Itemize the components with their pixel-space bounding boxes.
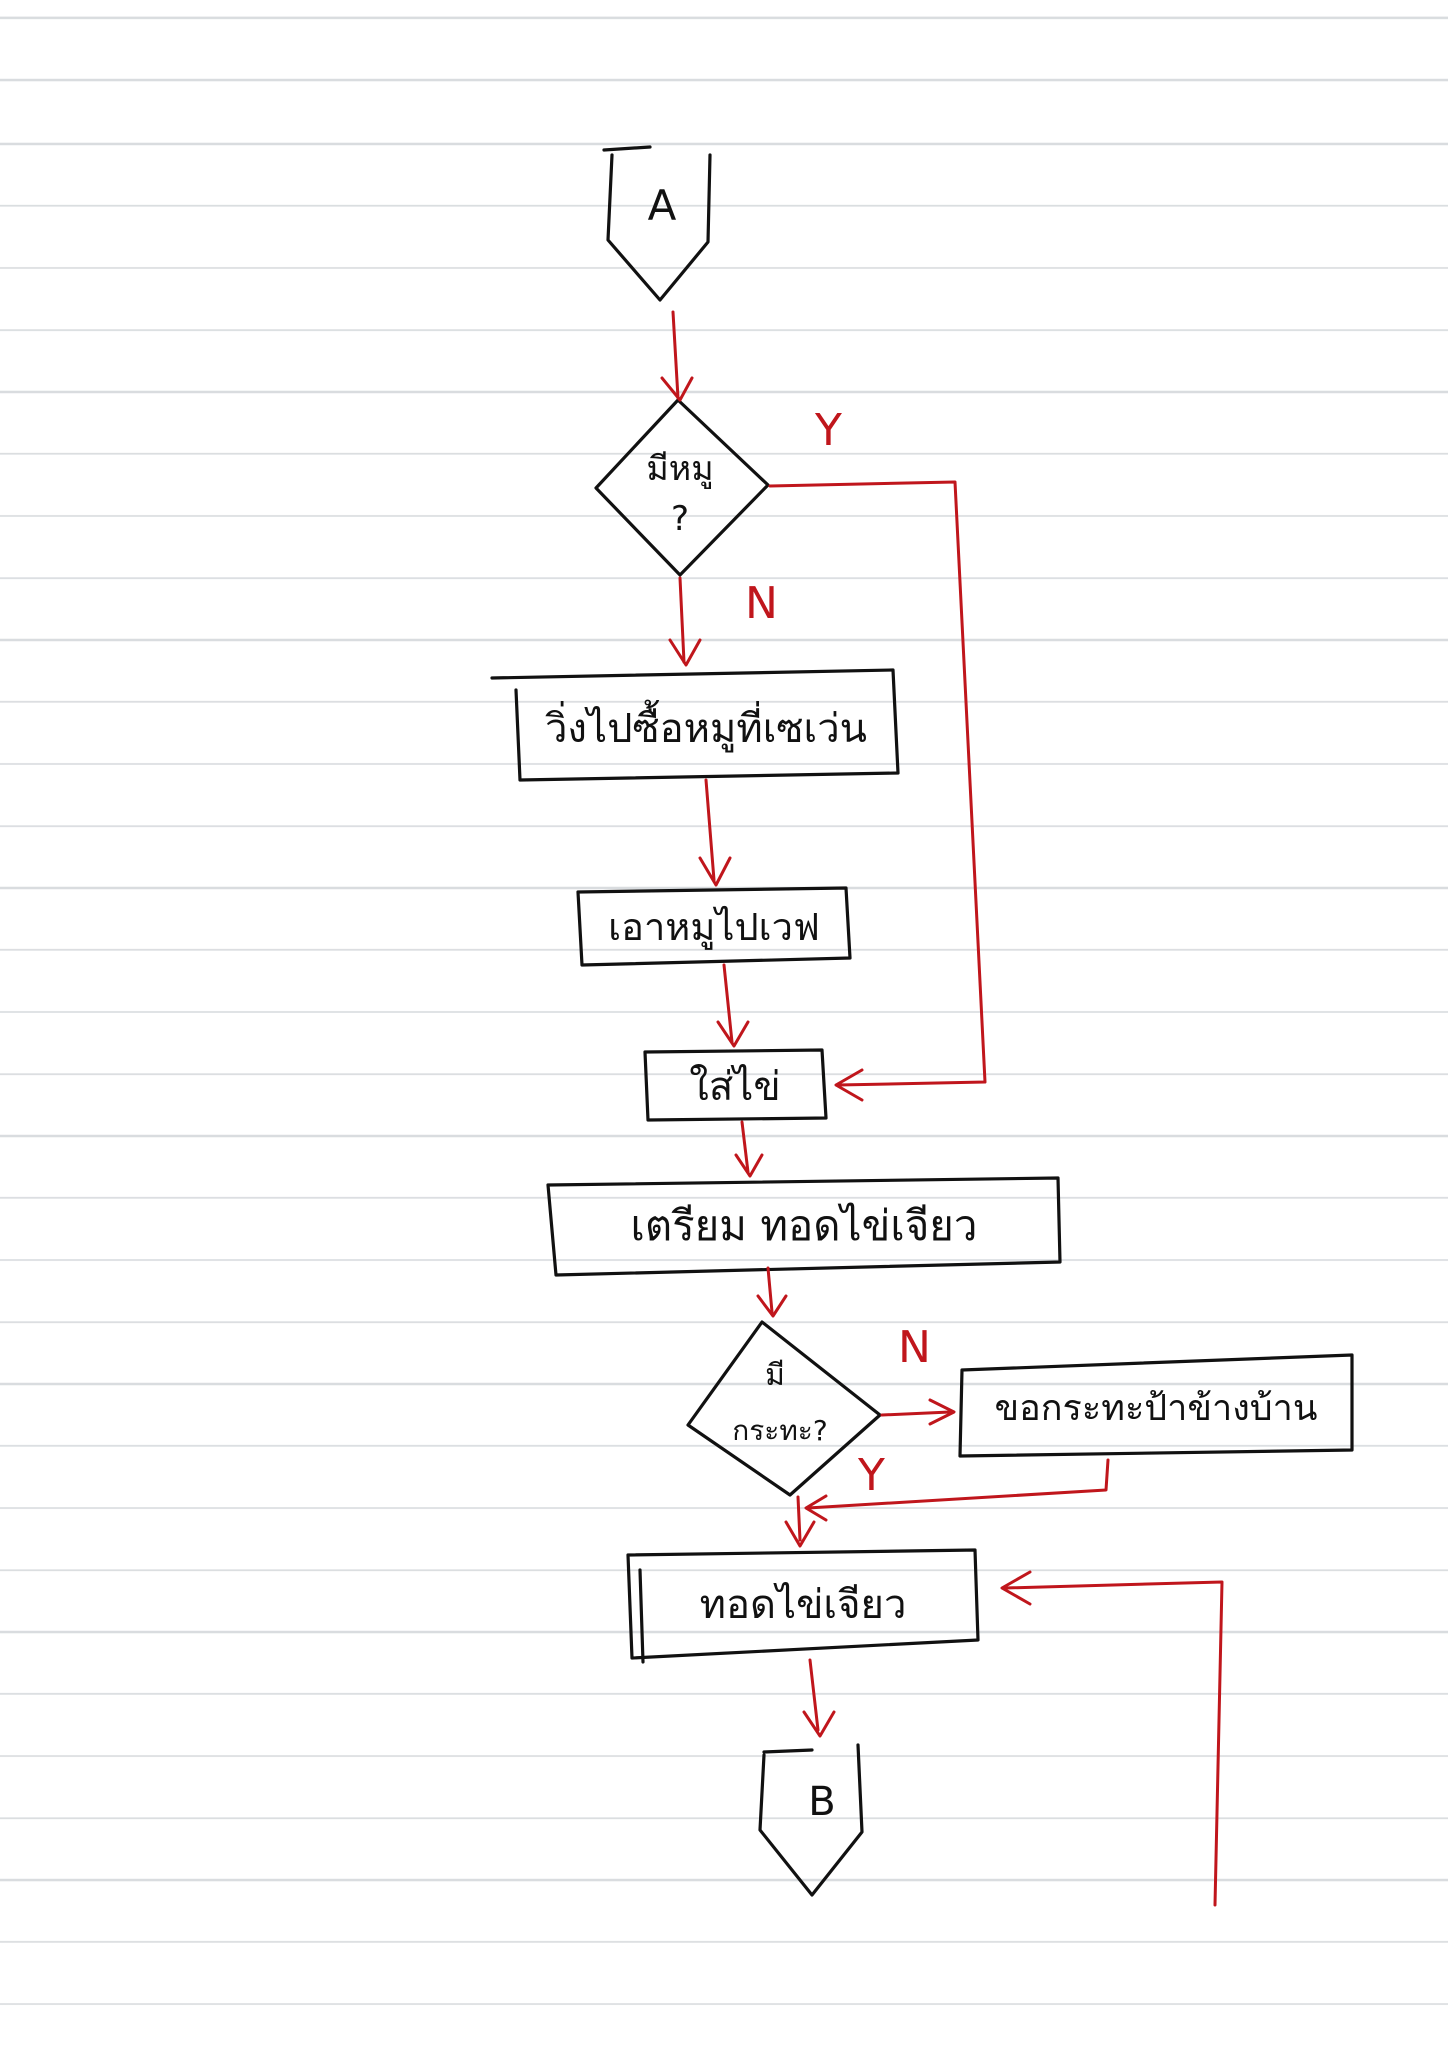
process-prepare: เตรียม ทอดไข่เจียว [546,1176,1062,1277]
arrow-egg-to-prepare [740,1120,750,1174]
label-has-pan-no: N [898,1322,931,1373]
arrow-buy-to-microwave [704,778,716,882]
process-borrow-pan-label: ขอกระทะป้าข้างบ้าน [995,1388,1318,1429]
process-add-egg: ใส่ไข่ [643,1048,828,1122]
decision-has-pan-line1: มี [765,1358,785,1393]
process-fry-label: ทอดไข่เจียว [700,1582,907,1628]
label-has-pork-yes: Y [814,405,842,456]
decision-has-pork: มีหมู ? [594,398,770,577]
start-connector-a: A [602,145,712,302]
process-add-egg-label: ใส่ไข่ [689,1063,780,1110]
process-microwave: เอาหมูไปเวฟ [576,886,852,967]
process-buy-pork-label: วิ่งไปซื้อหมูที่เซเว่น [545,699,867,752]
process-borrow-pan: ขอกระทะป้าข้างบ้าน [958,1353,1354,1458]
arrow-no-to-buy [678,576,686,664]
label-has-pan-yes: Y [857,1450,885,1501]
label-has-pork-no: N [745,578,778,629]
decision-has-pork-line1: มีหมู [646,449,713,489]
loop-return-to-fry [1003,1580,1224,1907]
process-microwave-label: เอาหมูไปเวฟ [608,905,820,950]
arrow-prepare-to-pan [766,1266,774,1314]
process-fry: ทอดไข่เจียว [626,1548,980,1664]
process-prepare-label: เตรียม ทอดไข่เจียว [630,1201,977,1250]
process-buy-pork: วิ่งไปซื้อหมูที่เซเว่น [490,668,900,782]
arrow-fry-to-b [808,1658,820,1732]
loop-has-pork-yes [768,480,987,1087]
arrow-a-to-decision [671,310,680,400]
flow-arrows [660,310,1224,1907]
start-connector-label: A [648,181,677,230]
arrow-pan-no-to-borrow [880,1410,952,1417]
decision-has-pan: มี กระทะ? [686,1320,882,1497]
decision-has-pork-line2: ? [671,499,689,539]
end-connector-label: B [808,1779,835,1825]
decision-has-pan-line2: กระทะ? [732,1414,827,1447]
end-connector-b: B [758,1743,864,1897]
arrow-borrow-to-fry [806,1458,1110,1510]
arrow-microwave-to-egg [722,963,734,1044]
arrow-pan-yes-to-fry [796,1495,802,1542]
